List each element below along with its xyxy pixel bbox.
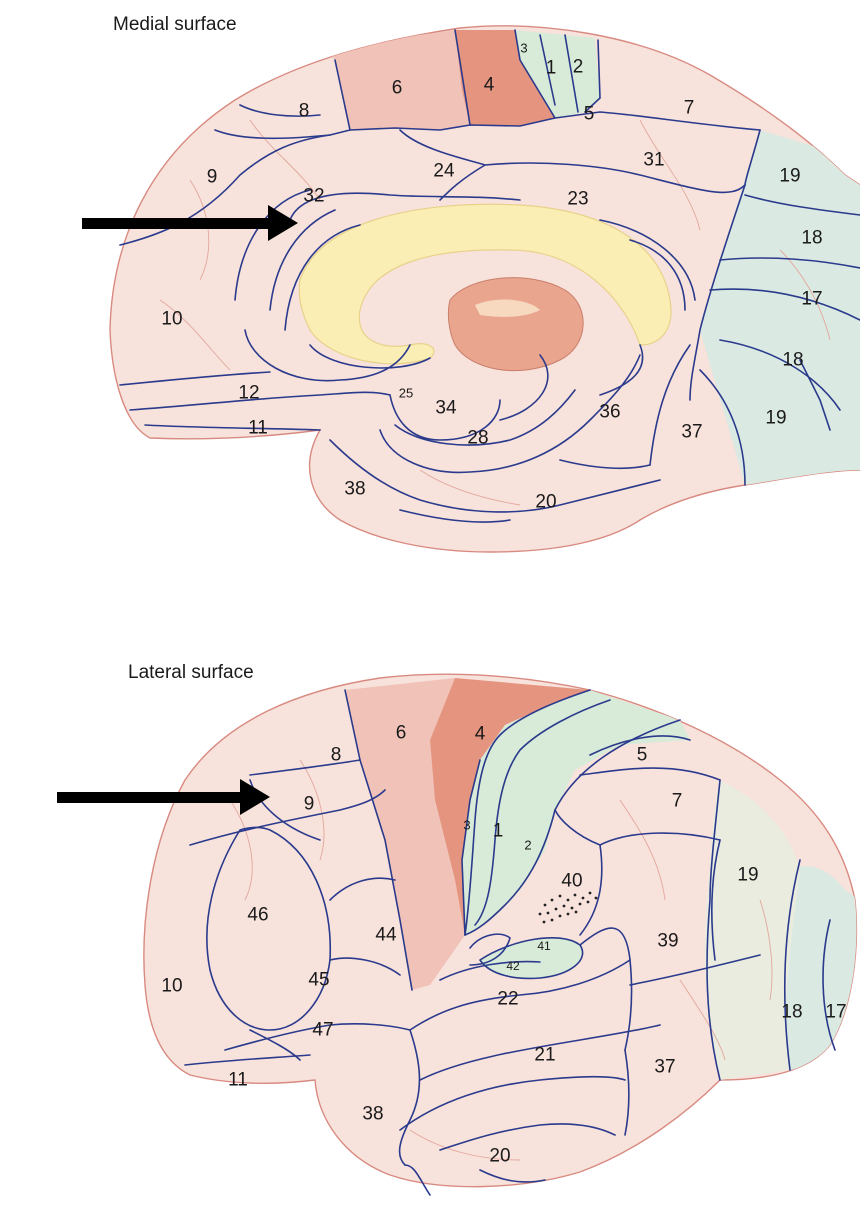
lateral-area-7-label: 7 xyxy=(672,791,683,812)
lateral-area-19-label: 19 xyxy=(737,865,758,886)
medial-area-28-label: 28 xyxy=(467,428,488,449)
lateral-area-38-label: 38 xyxy=(362,1104,383,1125)
medial-area-1-label: 1 xyxy=(546,58,557,79)
lateral-area-46-label: 46 xyxy=(247,905,268,926)
medial-area-5-label: 5 xyxy=(584,104,595,125)
medial-area-19b-label: 19 xyxy=(765,408,786,429)
lateral-area-5-label: 5 xyxy=(637,745,648,766)
lateral-area-42-label: 42 xyxy=(506,959,520,973)
lateral-area-39-label: 39 xyxy=(657,931,678,952)
lateral-area-41-label: 41 xyxy=(537,939,551,953)
medial-area-18-label: 18 xyxy=(801,228,822,249)
medial-area-18b-label: 18 xyxy=(782,350,803,371)
medial-area-2-label: 2 xyxy=(573,57,584,78)
medial-area-25-label: 25 xyxy=(399,386,413,401)
lateral-area-1-label: 1 xyxy=(493,821,504,842)
medial-area-10-label: 10 xyxy=(161,309,182,330)
lateral-area-3-label: 3 xyxy=(463,818,470,833)
lateral-area-44-label: 44 xyxy=(375,925,397,946)
medial-area-38-label: 38 xyxy=(344,479,365,500)
medial-area-12-label: 12 xyxy=(238,383,259,404)
medial-area-32-label: 32 xyxy=(303,186,324,207)
medial-area-23-label: 23 xyxy=(567,189,588,210)
lateral-area-9-label: 9 xyxy=(304,794,315,815)
medial-area-11-label: 11 xyxy=(248,418,268,439)
medial-area-36-label: 36 xyxy=(599,402,620,423)
lateral-panel-title: Lateral surface xyxy=(128,662,254,683)
lateral-area-10-label: 10 xyxy=(161,976,182,997)
medial-area-4-label: 4 xyxy=(484,75,495,96)
medial-area-19-label: 19 xyxy=(779,166,800,187)
lateral-area-4-label: 4 xyxy=(475,724,486,745)
lateral-area-37-label: 37 xyxy=(654,1057,675,1078)
medial-area-24-label: 24 xyxy=(433,161,455,182)
lateral-area-20-label: 20 xyxy=(489,1146,510,1167)
medial-area-20-label: 20 xyxy=(535,492,556,513)
medial-area-17-label: 17 xyxy=(801,289,822,310)
lateral-area-18-label: 18 xyxy=(781,1002,802,1023)
thalamus xyxy=(448,278,583,371)
lateral-area-22-label: 22 xyxy=(497,989,518,1010)
medial-area-6-label: 6 xyxy=(392,78,403,99)
medial-area-8-label: 8 xyxy=(299,101,310,122)
medial-area-9-label: 9 xyxy=(207,167,218,188)
lateral-area-17-label: 17 xyxy=(825,1002,846,1023)
medial-area-34-label: 34 xyxy=(435,398,457,419)
lateral-area-45-label: 45 xyxy=(308,970,329,991)
lateral-area-11-label: 11 xyxy=(228,1070,248,1091)
lateral-area-21-label: 21 xyxy=(534,1045,555,1066)
lateral-area-40-label: 40 xyxy=(561,871,582,892)
medial-area-31-label: 31 xyxy=(643,150,664,171)
lateral-area-8-label: 8 xyxy=(331,745,342,766)
lateral-area-6-label: 6 xyxy=(396,723,407,744)
medial-area-3-label: 3 xyxy=(520,41,527,56)
lateral-area-47-label: 47 xyxy=(312,1020,333,1041)
lateral-area-2-label: 2 xyxy=(524,838,531,853)
medial-area-37-label: 37 xyxy=(681,422,702,443)
medial-panel-title: Medial surface xyxy=(113,14,237,35)
medial-area-7-label: 7 xyxy=(684,98,695,119)
lateral-panel: Lateral surface xyxy=(57,662,860,1195)
medial-panel: Medial surface xyxy=(82,14,860,552)
